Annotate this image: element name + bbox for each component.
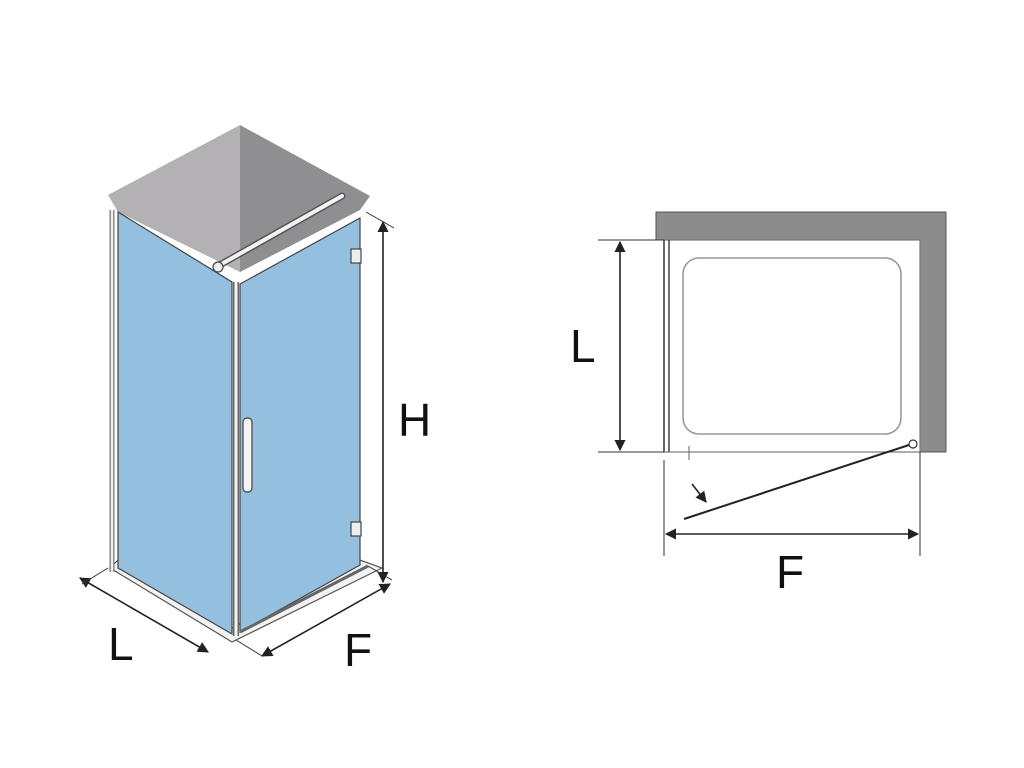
plan-swing-arrow-icon [691,483,707,503]
plan-enclosure-outline [663,239,921,453]
front-extension-left [235,639,263,657]
plan-hinge-icon [908,439,918,449]
stabilizer-bar-highlight [216,194,344,268]
plan-front-label: F [776,546,804,598]
door-handle-icon [242,417,253,493]
width-dimension-line [79,577,209,653]
front-label: F [344,624,372,676]
plan-wall [655,211,947,453]
height-extension-top [365,211,395,229]
wall-left [108,125,240,272]
side-glass-panel [117,210,233,636]
front-dimension-line [261,583,391,657]
plan-view: L F [570,211,947,598]
hinge-bottom-icon [350,521,362,537]
hinge-top-icon [350,248,362,264]
plan-width-label: L [570,320,596,372]
isometric-view: H L F [79,125,431,676]
height-label: H [398,394,431,446]
stabilizer-bracket [212,261,224,273]
front-glass-door [239,216,361,634]
plan-shower-tray [682,257,902,435]
width-label: L [108,618,134,670]
height-extension-bottom [367,565,393,581]
width-extension-left [81,567,109,585]
plan-door-swing [683,443,913,520]
